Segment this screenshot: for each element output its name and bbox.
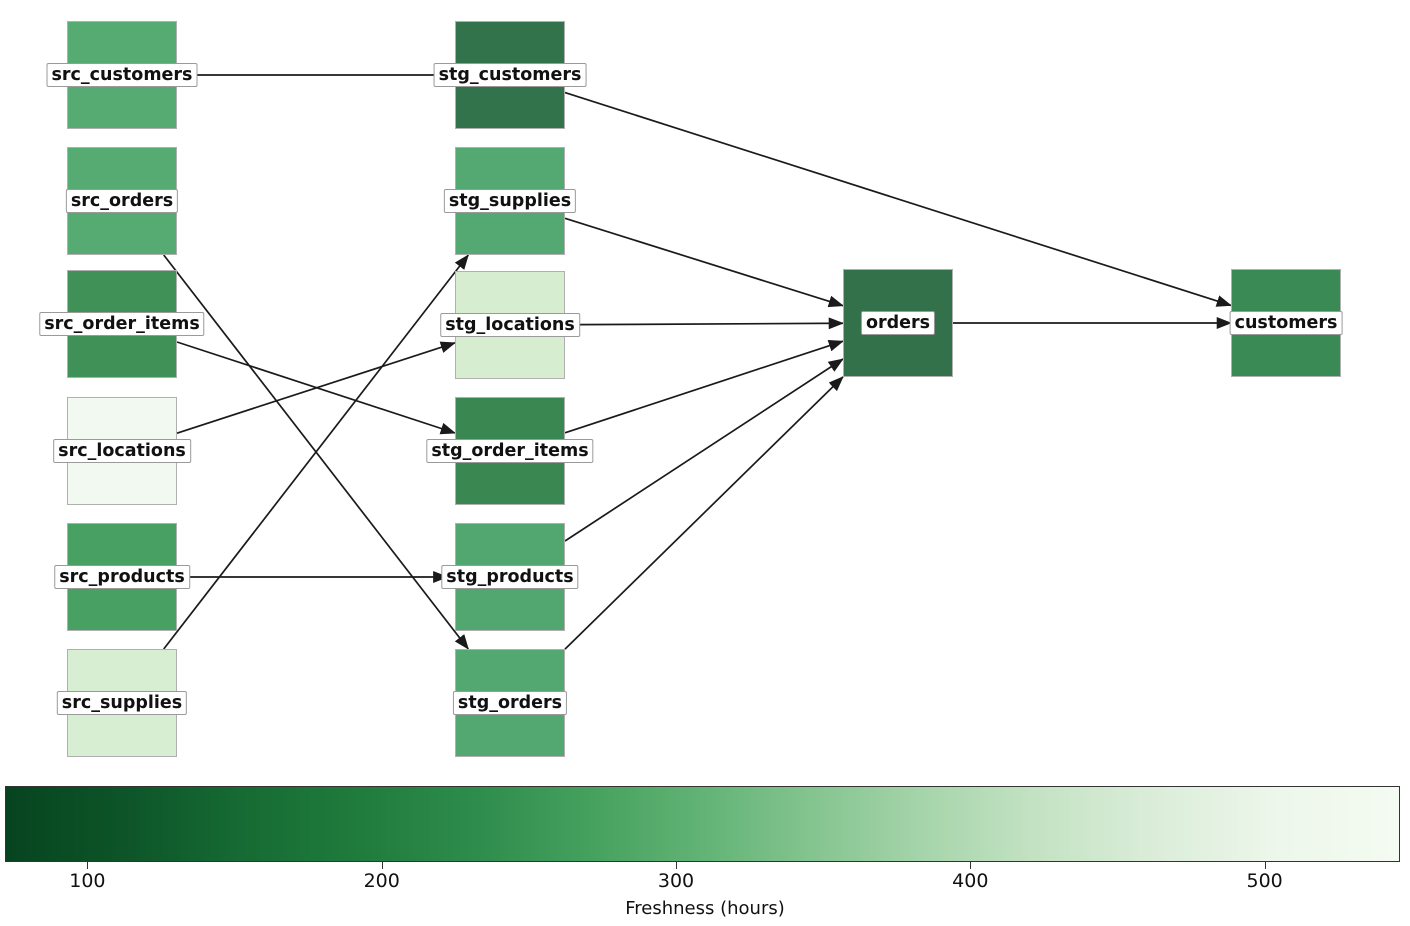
node-label-src_order_items: src_order_items (39, 311, 205, 337)
edge-stg_products-to-orders (564, 358, 844, 542)
edge-src_supplies-to-stg_supplies (163, 254, 469, 650)
colorbar-tick (970, 862, 972, 869)
node-label-stg_customers: stg_customers (433, 62, 587, 88)
colorbar-title: Freshness (hours) (625, 898, 785, 919)
node-label-customers: customers (1229, 310, 1343, 336)
colorbar-tick-label: 300 (657, 870, 695, 892)
edge-src_locations-to-stg_locations (176, 341, 456, 434)
colorbar-tick (381, 862, 383, 869)
node-label-src_locations: src_locations (53, 438, 191, 464)
colorbar-tick (87, 862, 89, 869)
colorbar-tick-label: 100 (69, 870, 106, 892)
colorbar-tick (676, 862, 677, 869)
edge-stg_order_items-to-orders (564, 339, 844, 434)
colorbar-tick (1264, 862, 1266, 869)
node-label-src_products: src_products (54, 564, 190, 590)
edge-stg_orders-to-orders (564, 376, 844, 650)
colorbar-tick-label: 200 (363, 870, 400, 892)
node-label-src_orders: src_orders (65, 188, 179, 214)
colorbar-tick-label: 500 (1246, 870, 1283, 892)
node-label-stg_order_items: stg_order_items (426, 438, 594, 464)
colorbar-tick-label: 400 (952, 870, 989, 892)
freshness-colorbar (5, 786, 1400, 862)
node-label-src_supplies: src_supplies (56, 690, 188, 716)
edge-stg_customers-to-customers (564, 91, 1232, 307)
node-label-src_customers: src_customers (46, 62, 198, 88)
node-label-stg_supplies: stg_supplies (443, 188, 577, 214)
node-label-stg_orders: stg_orders (452, 690, 568, 716)
node-label-orders: orders (860, 310, 936, 336)
edge-stg_supplies-to-orders (564, 217, 844, 308)
node-label-stg_products: stg_products (441, 564, 579, 590)
edge-stg_locations-to-orders (577, 317, 845, 330)
node-label-stg_locations: stg_locations (440, 312, 580, 338)
